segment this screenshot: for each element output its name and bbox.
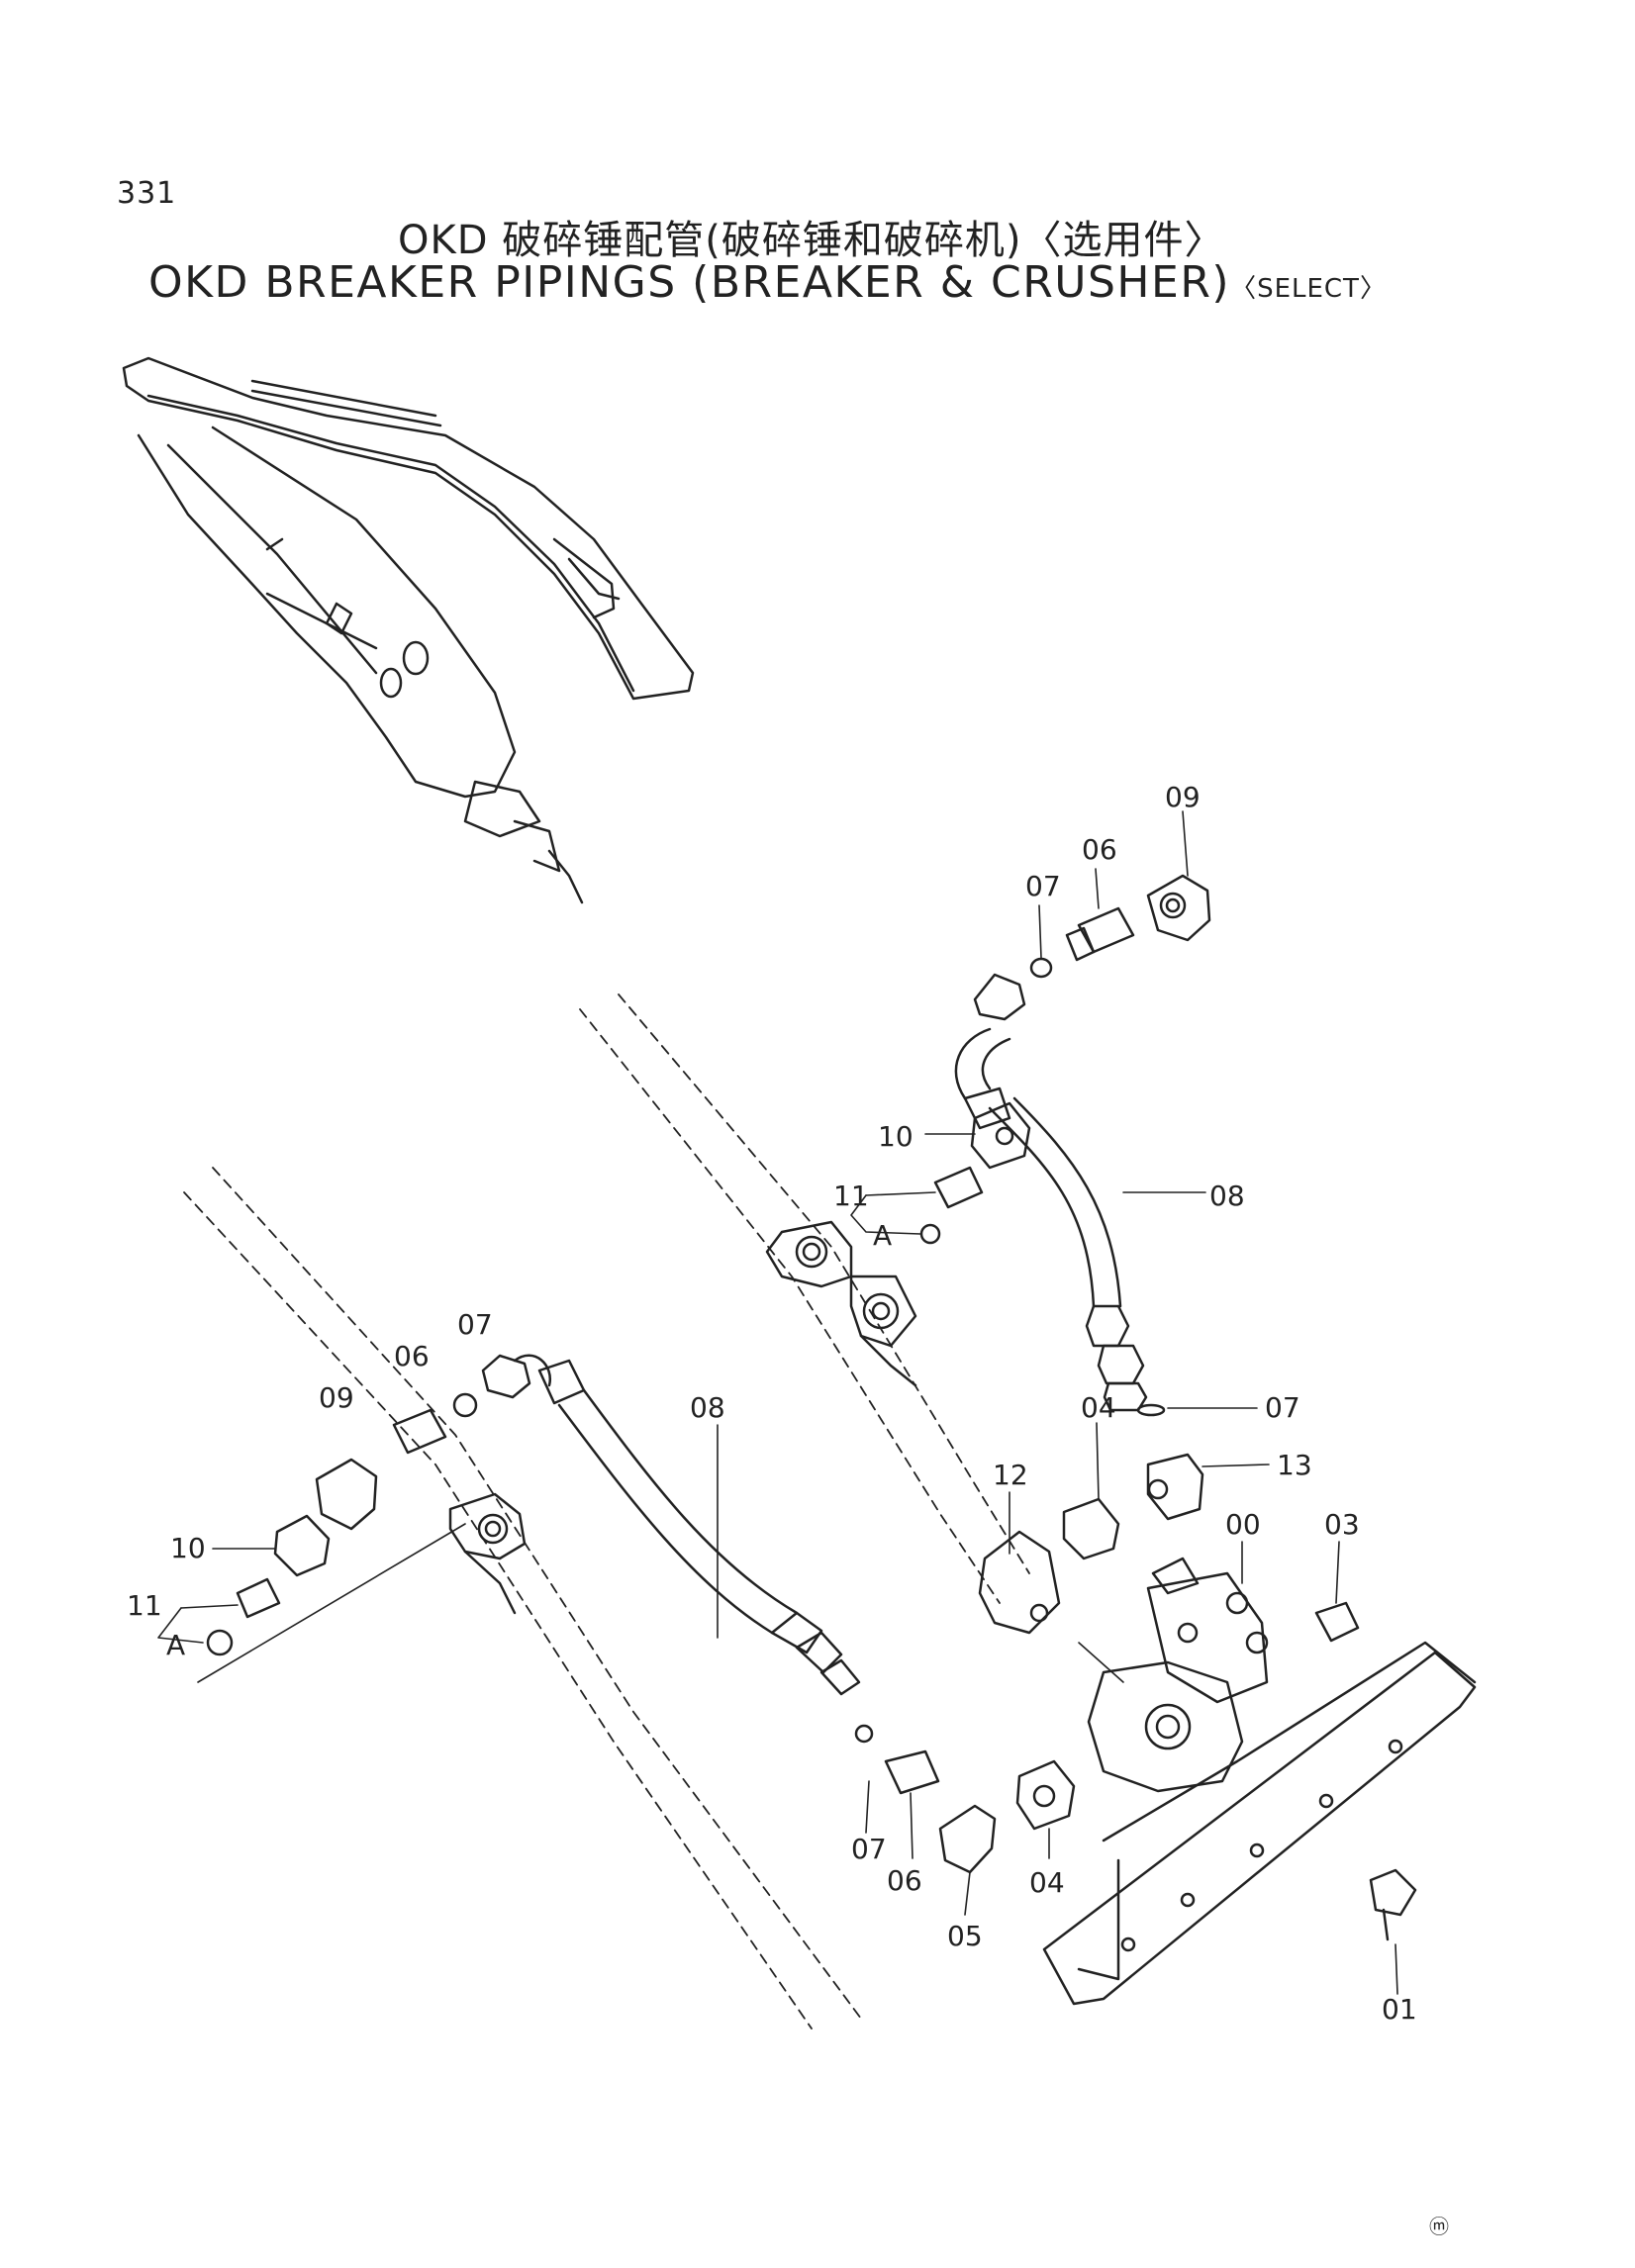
callout-06-left: 06: [394, 1340, 430, 1372]
callout-07-left: 07: [457, 1308, 493, 1341]
callout-06-right: 06: [1082, 833, 1117, 866]
callout-11-right: 11: [833, 1180, 869, 1212]
title-chinese: OKD 破碎锤配管(破碎锤和破碎机)〈选用件〉: [398, 218, 1225, 263]
callout-10-left: 10: [170, 1532, 206, 1564]
callout-01: 01: [1382, 1993, 1417, 2026]
callout-07-right: 07: [1025, 870, 1061, 902]
callout-06-lower: 06: [887, 1864, 922, 1897]
excavator-arm-overview: [122, 356, 695, 904]
callout-00: 00: [1225, 1508, 1261, 1541]
page-number: 331: [117, 176, 177, 211]
callout-a-left: A: [166, 1629, 185, 1661]
title-english-main: OKD BREAKER PIPINGS (BREAKER & CRUSHER): [148, 257, 1231, 308]
boom-outline-right: [579, 993, 1030, 1604]
hose-08-left: [481, 1354, 861, 1696]
callout-12: 12: [993, 1459, 1028, 1491]
callout-07-right-lower: 07: [1265, 1391, 1300, 1424]
callout-09-right: 09: [1165, 781, 1201, 813]
boom-clamp-left: [448, 1492, 527, 1615]
hose-08-right: [954, 973, 1148, 1412]
leader-lines: [157, 810, 1398, 1995]
boom-clamp-right: [765, 1220, 917, 1387]
callout-a-right: A: [873, 1219, 892, 1252]
callout-04-right: 04: [1081, 1391, 1116, 1424]
callout-07-lower: 07: [851, 1833, 887, 1865]
corner-mark: ⓜ: [1429, 2215, 1449, 2238]
callout-08-left: 08: [690, 1391, 725, 1424]
callout-labels: 09 06 07 10 11 A 08 07 04 13 12 00 03 07…: [127, 781, 1417, 2026]
title-select-tag: 〈SELECT〉: [1230, 274, 1387, 304]
callout-09-left: 09: [319, 1381, 354, 1414]
callout-03: 03: [1324, 1508, 1360, 1541]
callout-08-right: 08: [1209, 1180, 1245, 1212]
callout-11-left: 11: [127, 1589, 162, 1622]
callout-10-right: 10: [878, 1120, 914, 1153]
callout-13: 13: [1277, 1449, 1312, 1481]
fittings: [206, 874, 1477, 2006]
callout-04-lower: 04: [1029, 1866, 1065, 1899]
boom-outline-left: [183, 1167, 862, 2030]
title-english: OKD BREAKER PIPINGS (BREAKER & CRUSHER)〈…: [148, 257, 1387, 308]
callout-05: 05: [947, 1920, 983, 1952]
